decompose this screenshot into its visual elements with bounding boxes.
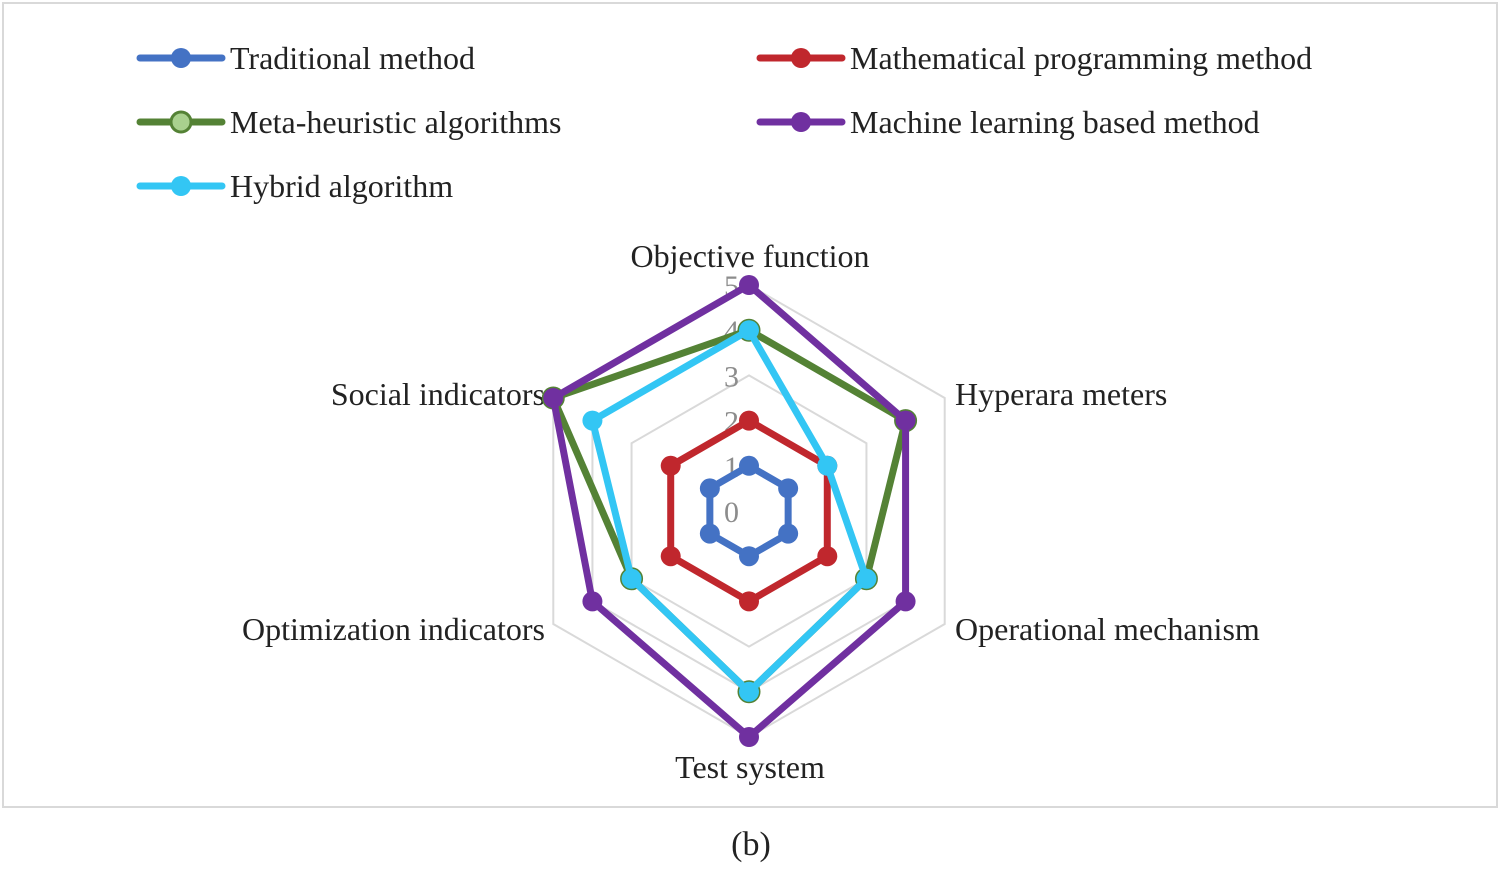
series-point xyxy=(739,455,759,476)
series-point xyxy=(660,546,681,567)
legend-item: Traditional method xyxy=(136,40,475,76)
legend-marker xyxy=(171,48,191,68)
series-point xyxy=(895,410,916,431)
series-point xyxy=(739,275,759,295)
axis-label: Optimization indicators xyxy=(242,611,545,647)
series-4 xyxy=(582,320,877,702)
series-point xyxy=(660,455,681,476)
series-point xyxy=(621,568,642,589)
legend-item: Meta-heuristic algorithms xyxy=(136,104,561,140)
legend: Traditional method Mathematical programmi… xyxy=(136,40,1312,204)
series-point xyxy=(739,320,759,341)
series-point xyxy=(699,478,720,499)
legend-marker xyxy=(171,176,191,196)
series-line xyxy=(706,462,792,560)
legend-marker xyxy=(169,110,193,134)
legend-marker xyxy=(791,48,811,68)
axis-label: Hyperara meters xyxy=(955,376,1167,412)
tick-label: 3 xyxy=(724,360,739,393)
series-point xyxy=(543,388,564,408)
grid-ring-3 xyxy=(630,374,868,648)
series-point xyxy=(582,410,603,431)
series-point xyxy=(778,523,799,544)
series-point xyxy=(582,591,603,612)
legend-label: Traditional method xyxy=(230,40,475,76)
series-point xyxy=(856,568,877,589)
series-point xyxy=(895,591,916,612)
legend-item: Mathematical programming method xyxy=(756,40,1312,76)
legend-marker xyxy=(791,112,811,132)
axis-label: Test system xyxy=(675,749,825,785)
series-point xyxy=(739,546,759,567)
legend-label: Hybrid algorithm xyxy=(230,168,453,204)
tick-label: 0 xyxy=(724,496,739,529)
chart-frame xyxy=(2,2,1498,808)
figure-caption: (b) xyxy=(731,826,771,863)
axis-label: Objective function xyxy=(630,238,869,274)
axis-label: Social indicators xyxy=(331,376,545,412)
series-point xyxy=(739,727,759,747)
series-point xyxy=(817,455,838,476)
grid-ring-2 xyxy=(669,419,829,603)
legend-item: Hybrid algorithm xyxy=(136,168,453,204)
series-point xyxy=(817,546,838,567)
series-group xyxy=(541,275,918,747)
series-point xyxy=(778,478,799,499)
legend-label: Meta-heuristic algorithms xyxy=(230,104,561,140)
legend-label: Machine learning based method xyxy=(850,104,1260,140)
series-3 xyxy=(543,275,916,747)
series-0 xyxy=(699,455,799,567)
legend-item: Machine learning based method xyxy=(756,104,1260,140)
axis-label: Operational mechanism xyxy=(955,611,1260,647)
legend-label: Mathematical programming method xyxy=(850,40,1312,76)
series-line xyxy=(667,417,831,605)
series-point xyxy=(739,410,759,431)
series-point xyxy=(699,523,720,544)
series-point xyxy=(739,591,759,612)
series-point xyxy=(739,681,759,702)
